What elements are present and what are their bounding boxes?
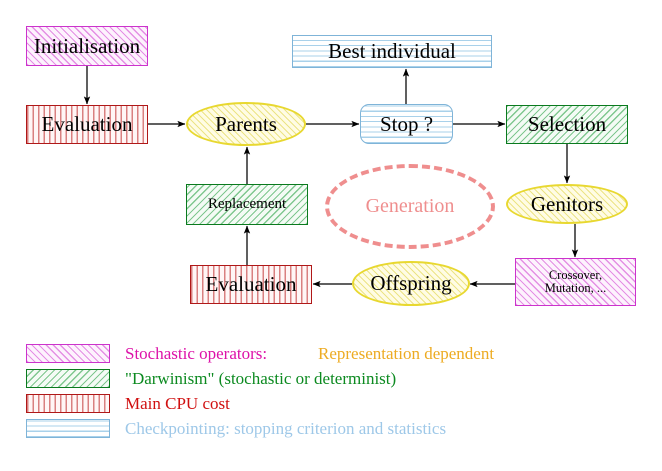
- node-selection[interactable]: Selection: [506, 105, 628, 144]
- legend-label-stochastic-operators: Stochastic operators:: [125, 343, 268, 363]
- node-replacement-label: Replacement: [207, 195, 287, 212]
- node-offspring-label: Offspring: [370, 271, 452, 296]
- node-crossover-mutation-label: Crossover, Mutation, ...: [544, 267, 607, 295]
- node-best-individual[interactable]: Best individual: [292, 35, 492, 68]
- node-evaluation-top-label: Evaluation: [41, 112, 133, 137]
- node-initialisation-label: Initialisation: [33, 33, 141, 58]
- node-stop-label: Stop ?: [379, 111, 434, 136]
- node-replacement[interactable]: Replacement: [186, 184, 308, 225]
- legend-label-darwinism: "Darwinism" (stochastic or determinist): [125, 368, 397, 388]
- node-generation-label: Generation: [365, 195, 455, 217]
- node-initialisation[interactable]: Initialisation: [26, 26, 148, 66]
- node-evaluation-bottom[interactable]: Evaluation: [190, 265, 312, 304]
- node-crossover-mutation[interactable]: Crossover, Mutation, ...: [515, 258, 636, 306]
- node-offspring[interactable]: Offspring: [352, 261, 470, 306]
- legend-label-representation-dependent: Representation dependent: [318, 343, 495, 363]
- legend-row-stochastic-operators: Stochastic operators: Representation dep…: [0, 341, 662, 366]
- node-generation-cycle: Generation: [325, 164, 495, 249]
- legend-swatch-red-stripes: [26, 394, 110, 413]
- node-genitors[interactable]: Genitors: [506, 184, 628, 224]
- node-stop-decision[interactable]: Stop ?: [360, 104, 453, 144]
- node-parents-label: Parents: [215, 111, 277, 136]
- legend-label-checkpointing: Checkpointing: stopping criterion and st…: [125, 418, 447, 438]
- node-genitors-label: Genitors: [530, 191, 604, 216]
- legend-row-main-cpu-cost: Main CPU cost: [0, 391, 662, 416]
- node-parents[interactable]: Parents: [186, 102, 306, 146]
- node-selection-label: Selection: [527, 112, 607, 137]
- legend-swatch-green-hatch: [26, 369, 110, 388]
- node-evaluation-bottom-label: Evaluation: [205, 272, 297, 297]
- legend-row-checkpointing: Checkpointing: stopping criterion and st…: [0, 416, 662, 441]
- legend-swatch-magenta-hatch: [26, 344, 110, 363]
- legend-row-darwinism: "Darwinism" (stochastic or determinist): [0, 366, 662, 391]
- legend: Stochastic operators: Representation dep…: [0, 341, 662, 441]
- legend-label-main-cpu-cost: Main CPU cost: [125, 393, 230, 413]
- node-evaluation-top[interactable]: Evaluation: [26, 105, 148, 144]
- node-best-individual-label: Best individual: [328, 39, 456, 64]
- legend-swatch-blue-stripes: [26, 419, 110, 438]
